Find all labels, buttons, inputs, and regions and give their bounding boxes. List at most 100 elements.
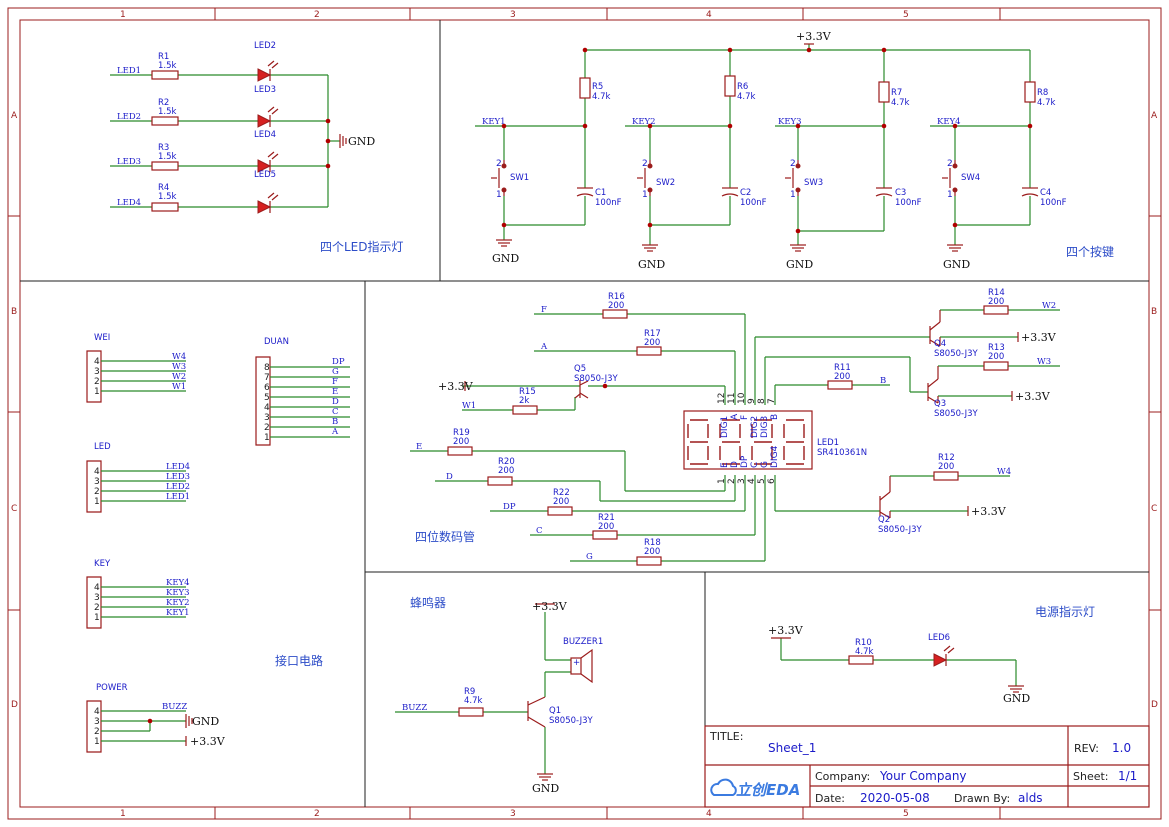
ref-r16: R16 [608,292,625,302]
frame-row-b-left: B [11,307,17,317]
ref-r7: R7 [891,88,902,98]
value-r14: 200 [988,297,1004,307]
duan-pin1: 1 [264,433,270,443]
led-pin3: 3 [94,477,100,487]
key-conn-net1: KEY1 [166,608,190,618]
sw2-pin1: 1 [642,190,648,200]
value-r10: 4.7k [855,647,874,657]
power-pin2: 2 [94,727,100,737]
net-gnd-sw1: GND [492,252,519,265]
ref-buzzer1: BUZZER1 [563,637,603,647]
disp-bot-name-e: E [720,462,730,468]
led-conn-net3: LED3 [166,472,190,482]
disp-net-w4: W4 [997,467,1011,477]
display-top-pins: 12 11 10 9 8 7 DIG1 A F DIG2 DIG3 B [717,392,780,438]
value-q1: S8050-J3Y [549,716,593,726]
power-pin3: 3 [94,717,100,727]
frame-col-2-top: 2 [314,10,320,20]
disp-top-name-dig2: DIG2 [750,416,760,438]
led-pin4: 4 [94,467,100,477]
disp-top-pin-11: 11 [727,393,737,404]
drawn-value: alds [1018,791,1043,805]
sw3-pin2: 2 [790,159,796,169]
buzzer-plus: + [573,658,580,668]
conn-power-title: POWER [96,683,128,693]
frame-row-c-left: C [11,504,17,514]
net-label-key1: KEY1 [482,117,506,127]
section-title-display: 四位数码管 [415,529,475,544]
duan-pin2: 2 [264,423,270,433]
net-gnd-led: GND [348,135,375,148]
disp-top-pin-7: 7 [767,398,777,404]
ref-r22: R22 [553,488,570,498]
power-net-gnd: GND [192,715,219,728]
led-conn-net1: LED1 [166,492,190,502]
disp-net-w3: W3 [1037,357,1051,367]
frame-col-2-bottom: 2 [314,809,320,819]
disp-net-e: E [416,442,422,452]
frame-row-c-right: C [1151,504,1157,514]
company-value: Your Company [879,769,967,783]
value-r6: 4.7k [737,92,756,102]
conn-wei-title: WEI [94,333,110,343]
duan-pin5: 5 [264,393,270,403]
sheet-value: 1/1 [1118,769,1137,783]
power-pin4: 4 [94,707,100,717]
disp-net-d: D [446,472,453,482]
interface-block: WEI 4 3 2 1 W4 W3 W2 W1 LED 4 3 2 1 LED4… [86,333,350,753]
disp-net-f: F [541,305,547,315]
led-conn-net2: LED2 [166,482,190,492]
frame-col-3-top: 3 [510,10,516,20]
disp-top-name-f: F [740,415,750,420]
frame-col-5-top: 5 [903,10,909,20]
value-r20: 200 [498,466,514,476]
disp-top-name-dig1: DIG1 [720,416,730,438]
title-label: TITLE: [709,730,743,743]
disp-net-w2: W2 [1042,301,1056,311]
disp-bot-pin-2: 2 [727,478,737,484]
rev-value: 1.0 [1112,741,1131,755]
key-conn-net3: KEY3 [166,588,190,598]
wei-pin4: 4 [94,357,100,367]
ref-r21: R21 [598,513,615,523]
value-c2: 100nF [740,198,767,208]
title-value: Sheet_1 [768,741,816,755]
duan-pin4: 4 [264,403,270,413]
value-r16: 200 [608,301,624,311]
frame-col-4-bottom: 4 [706,809,712,819]
value-r2: 1.5k [158,107,177,117]
frame-row-d-right: D [1151,700,1158,710]
sheet-frame: 1 2 3 4 5 1 2 3 4 5 A B C D A B C D [7,7,1162,820]
net-vcc-q2: +3.3V [971,505,1007,518]
net-vcc-power-led: +3.3V [768,624,804,637]
key-pin2: 2 [94,603,100,613]
ref-q5: Q5 [574,364,586,374]
value-r1: 1.5k [158,61,177,71]
frame-col-3-bottom: 3 [510,809,516,819]
duan-net-d: D [332,397,339,407]
key-block: +3.3V KEY1 KEY2 KEY3 KEY4 R5 4.7k R6 4.7… [475,30,1114,271]
net-label-key3: KEY3 [778,117,802,127]
ref-r8: R8 [1037,88,1048,98]
sw4-pin2: 2 [947,159,953,169]
ref-sw4: SW4 [961,173,980,183]
ref-r19: R19 [453,428,470,438]
ref-q1: Q1 [549,706,561,716]
drawn-label: Drawn By: [954,792,1010,805]
value-q5: S8050-J3Y [574,374,618,384]
conn-led-title: LED [94,442,111,452]
ref-r15: R15 [519,387,536,397]
ref-sw3: SW3 [804,178,823,188]
disp-top-pin-9: 9 [747,398,757,404]
lceda-logo-icon: 立创EDA [710,778,800,799]
disp-net-dp: DP [503,502,516,512]
ref-led6: LED6 [928,633,950,643]
net-vcc-q5: +3.3V [438,380,474,393]
value-r5: 4.7k [592,92,611,102]
net-label-led3: LED3 [117,157,141,167]
ref-led4: LED4 [254,130,276,140]
net-label-key4: KEY4 [937,117,961,127]
net-label-key2: KEY2 [632,117,656,127]
value-r22: 200 [553,497,569,507]
frame-col-4-top: 4 [706,10,712,20]
